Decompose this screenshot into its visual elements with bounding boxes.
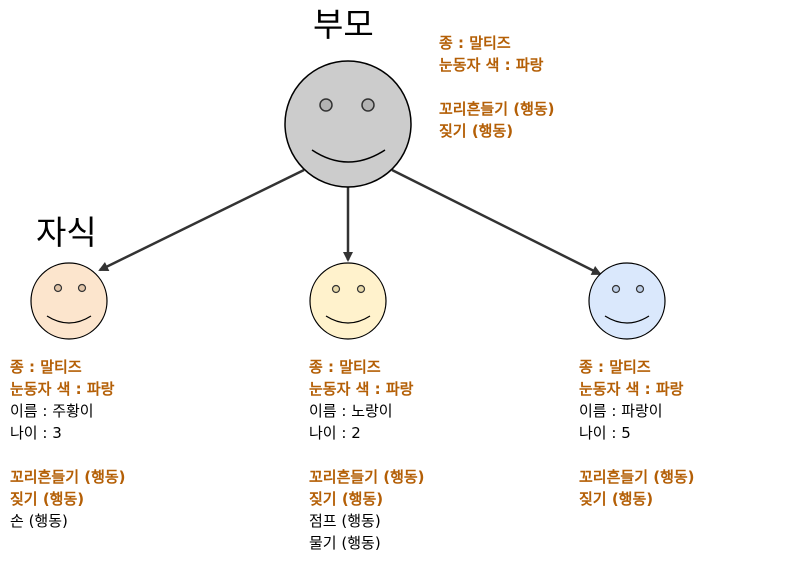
child-3-name: 이름 : 파랑이 bbox=[579, 402, 663, 420]
child-2-age: 나이 : 2 bbox=[309, 424, 361, 442]
child-2-breed: 종 : 말티즈 bbox=[309, 358, 381, 376]
child-1-smiley-icon bbox=[30, 262, 108, 340]
child-1-age: 나이 : 3 bbox=[10, 424, 62, 442]
child-1-info: 종 : 말티즈 눈동자 색 : 파랑 이름 : 주황이 나이 : 3 꼬리흔들기… bbox=[10, 356, 126, 532]
child-2-name: 이름 : 노랑이 bbox=[309, 402, 393, 420]
children-title: 자식 bbox=[36, 213, 97, 252]
child-1-action-bark: 짖기 (행동) bbox=[10, 490, 85, 508]
child-2-extra-action: 점프 (행동) bbox=[309, 512, 381, 530]
arrow-to-child-1 bbox=[98, 168, 305, 272]
child-1-eye-color: 눈동자 색 : 파랑 bbox=[10, 380, 115, 398]
child-2-eye-color: 눈동자 색 : 파랑 bbox=[309, 380, 414, 398]
parent-breed: 종 : 말티즈 bbox=[439, 34, 511, 52]
parent-info: 종 : 말티즈 눈동자 색 : 파랑 꼬리흔들기 (행동) 짖기 (행동) bbox=[439, 32, 555, 142]
child-3-breed: 종 : 말티즈 bbox=[579, 358, 651, 376]
parent-action-wag: 꼬리흔들기 (행동) bbox=[439, 100, 555, 118]
child-1-breed: 종 : 말티즈 bbox=[10, 358, 82, 376]
parent-action-bark: 짖기 (행동) bbox=[439, 122, 514, 140]
child-3-eye-color: 눈동자 색 : 파랑 bbox=[579, 380, 684, 398]
child-3-age: 나이 : 5 bbox=[579, 424, 631, 442]
child-2-action-wag: 꼬리흔들기 (행동) bbox=[309, 468, 425, 486]
child-2-extra-action: 물기 (행동) bbox=[309, 534, 381, 552]
child-1-extra-action: 손 (행동) bbox=[10, 512, 68, 530]
arrow-to-child-3 bbox=[391, 168, 602, 276]
parent-eye-color: 눈동자 색 : 파랑 bbox=[439, 56, 544, 74]
child-3-info: 종 : 말티즈 눈동자 색 : 파랑 이름 : 파랑이 나이 : 5 꼬리흔들기… bbox=[579, 356, 695, 510]
child-1-name: 이름 : 주황이 bbox=[10, 402, 94, 420]
child-2-action-bark: 짖기 (행동) bbox=[309, 490, 384, 508]
child-3-action-bark: 짖기 (행동) bbox=[579, 490, 654, 508]
child-3-action-wag: 꼬리흔들기 (행동) bbox=[579, 468, 695, 486]
child-1-action-wag: 꼬리흔들기 (행동) bbox=[10, 468, 126, 486]
child-2-smiley-icon bbox=[309, 262, 387, 340]
child-2-info: 종 : 말티즈 눈동자 색 : 파랑 이름 : 노랑이 나이 : 2 꼬리흔들기… bbox=[309, 356, 425, 554]
parent-smiley-icon bbox=[284, 60, 412, 188]
parent-title: 부모 bbox=[313, 5, 374, 44]
child-3-smiley-icon bbox=[588, 262, 666, 340]
